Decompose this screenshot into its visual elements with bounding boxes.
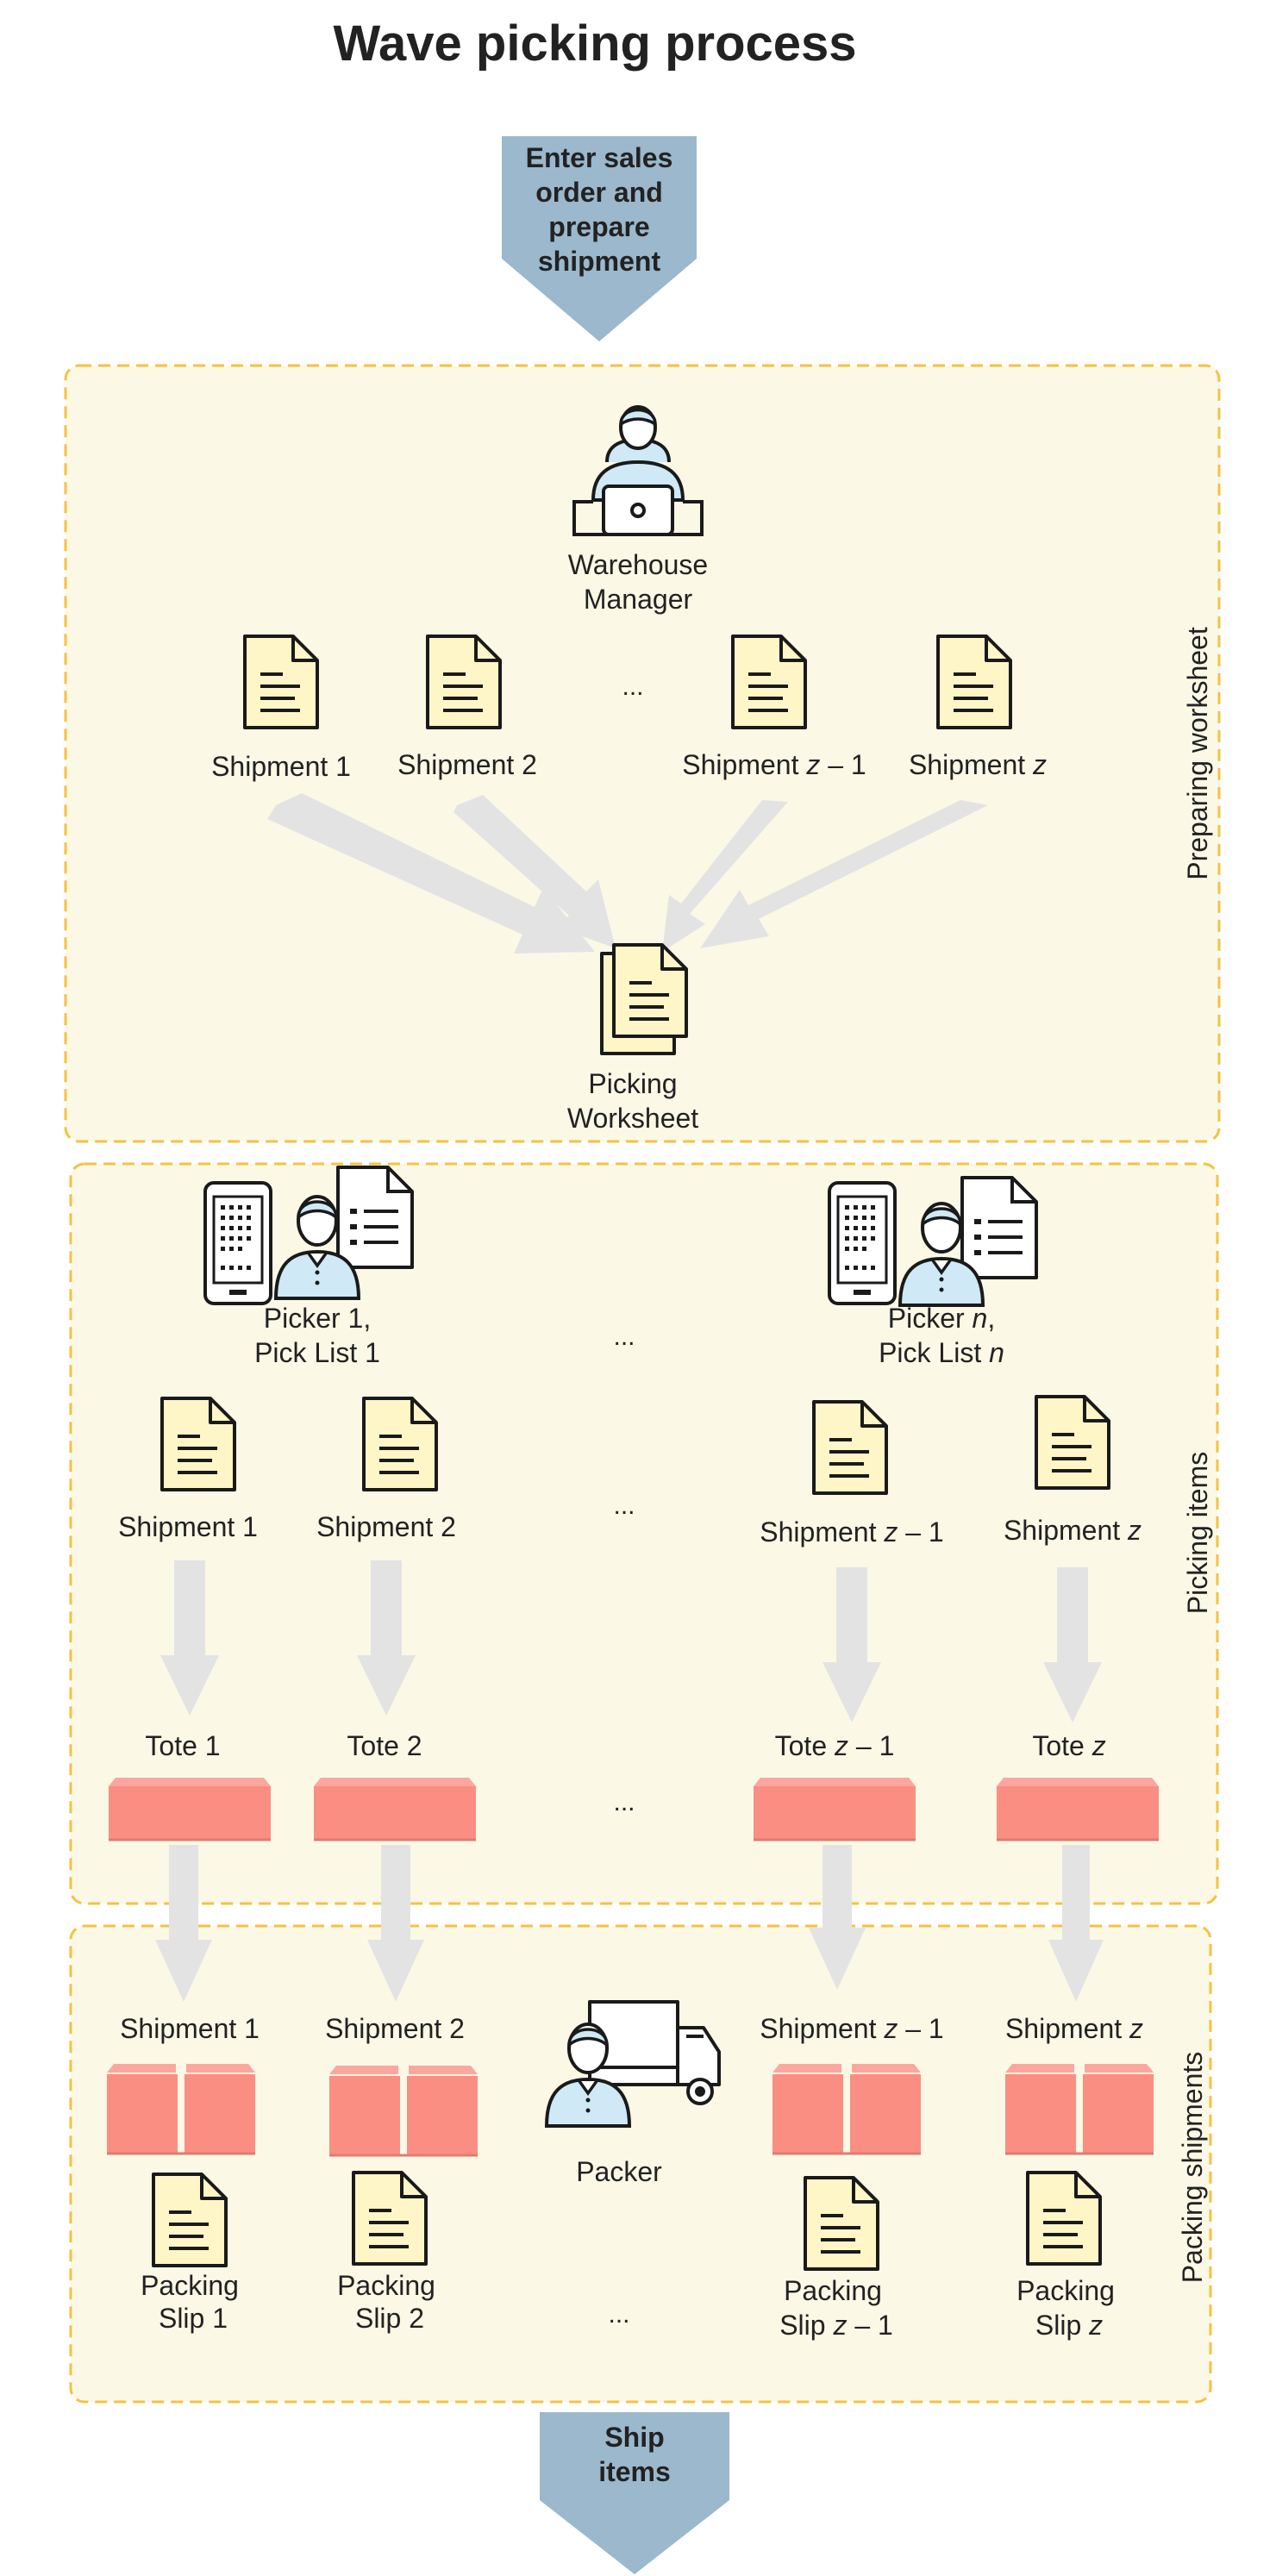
pick-shipment-label-2: Shipment 2 [316,1511,456,1542]
start-arrow-line-3: prepare [548,211,649,242]
document-icon [152,2173,228,2267]
tote-icon [312,1776,478,1841]
document-icon [936,635,1012,729]
packing-slip-label-2a: Packing [337,2270,435,2301]
start-arrow-line-2: order and [535,177,663,208]
ellipsis: ... [608,2300,629,2329]
tote-label-3: Tote z – 1 [775,1730,895,1761]
document-icon [362,1397,438,1491]
picker-n-label-2: Pick List n [879,1337,1004,1368]
picking-worksheet-label-2: Worksheet [567,1103,698,1134]
pick-shipment-label-3: Shipment z – 1 [760,1516,943,1547]
prep-shipment-label-1: Shipment 1 [211,751,351,782]
picking-worksheet-icon [600,943,688,1055]
start-arrow: Enter sales order and prepare shipment [502,136,697,341]
prep-shipment-label-3: Shipment z – 1 [682,749,866,780]
section-label-preparing: Preparing worksheet [1182,627,1213,880]
warehouse-manager-label-1: Warehouse [568,549,708,580]
packing-slip-label-1b: Slip 1 [159,2303,228,2334]
ellipsis: ... [613,1491,635,1520]
document-icon [1026,2171,1102,2266]
pack-shipment-label-1: Shipment 1 [120,2013,260,2044]
ellipsis: ... [622,672,643,701]
tote-label-2: Tote 2 [347,1730,422,1761]
document-icon [731,635,807,729]
packing-slip-label-1a: Packing [141,2270,239,2301]
ellipsis: ... [613,1322,635,1351]
section-picking [69,1162,1219,1905]
packer-icon [545,2000,721,2128]
pick-shipment-label-4: Shipment z [1004,1515,1142,1546]
pack-shipment-label-3: Shipment z – 1 [760,2013,943,2044]
ellipsis: ... [613,1788,635,1816]
picker-1-label-1: Picker 1, [264,1303,371,1334]
pack-shipment-label-2: Shipment 2 [325,2013,465,2044]
tote-label-1: Tote 1 [145,1730,220,1761]
packing-slip-label-3b: Slip z – 1 [779,2310,893,2341]
document-icon [812,1400,888,1495]
document-icon [426,635,502,729]
start-arrow-line-1: Enter sales [526,142,673,173]
document-icon [243,635,319,729]
document-icon [352,2171,428,2266]
tote-icon [752,1776,917,1841]
packing-slip-label-4b: Slip z [1035,2310,1103,2341]
end-arrow: Ship items [540,2412,729,2574]
section-label-packing: Packing shipments [1177,2052,1208,2284]
pack-shipment-label-4: Shipment z [1005,2013,1143,2044]
section-preparing [64,364,1221,1143]
document-icon [160,1397,236,1491]
end-arrow-line-2: items [598,2456,671,2487]
section-label-picking: Picking items [1182,1452,1213,1615]
picker-n-label-1: Picker n, [888,1303,995,1334]
document-icon [1035,1395,1110,1490]
tote-label-4: Tote z [1032,1730,1105,1761]
diagram-title: Wave picking process [333,16,856,72]
flow-arrows-to-packing [155,1845,1104,2002]
tote-icon [995,1776,1160,1841]
picker-1-label-2: Pick List 1 [254,1337,380,1368]
packing-slip-label-4a: Packing [1016,2275,1115,2306]
start-arrow-line-4: shipment [538,246,661,277]
packing-slip-label-3a: Packing [784,2275,882,2306]
prep-shipment-label-2: Shipment 2 [397,749,537,780]
document-icon [804,2176,879,2271]
pick-shipment-label-1: Shipment 1 [118,1511,258,1542]
packer-label: Packer [576,2156,662,2187]
warehouse-manager-icon [572,405,704,536]
prep-shipment-label-4: Shipment z [909,749,1047,780]
packing-slip-label-2b: Slip 2 [355,2303,424,2334]
tote-icon [107,1776,272,1841]
warehouse-manager-label-2: Manager [584,584,693,615]
picking-worksheet-label-1: Picking [588,1068,677,1099]
converging-arrows [267,793,988,953]
section-packing [69,1924,1212,2404]
end-arrow-line-1: Ship [604,2422,664,2453]
